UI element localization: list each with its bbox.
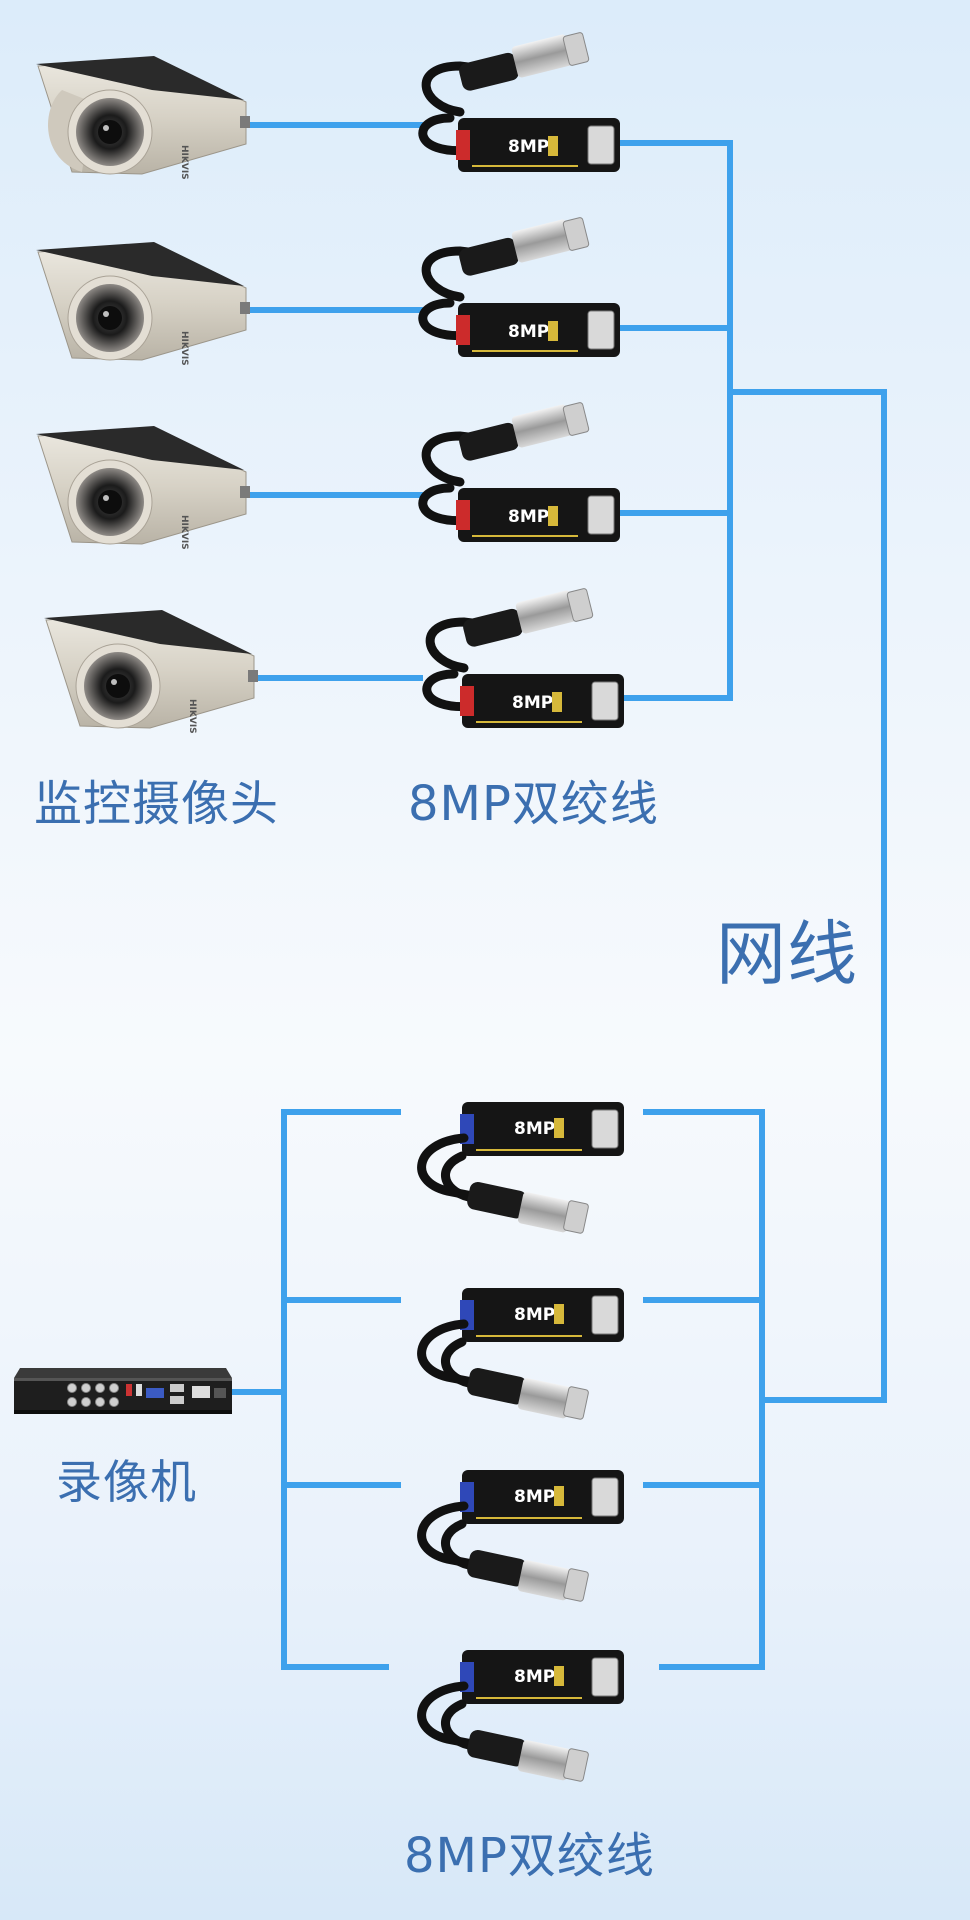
bottom-balun-3: 8MP xyxy=(417,1470,624,1602)
recorder-device xyxy=(14,1368,232,1414)
balun-badge-text: 8MP xyxy=(508,507,549,527)
camera-brand-text: HIKVISION xyxy=(179,145,189,180)
camera-brand-text: HIKVISION xyxy=(187,699,197,734)
bottom-balun-1: 8MP xyxy=(417,1102,624,1234)
bottom-balun-2: 8MP xyxy=(417,1288,624,1420)
camera-brand-text: HIKVISION xyxy=(179,515,189,550)
top-balun-1: 8MP xyxy=(418,32,620,172)
camera-brand-text: HIKVISION xyxy=(179,331,189,366)
balun-badge-text: 8MP xyxy=(514,1119,555,1139)
network-cable-label: 网线 xyxy=(716,913,858,995)
top-balun-2: 8MP xyxy=(418,217,620,357)
top-balun-4: 8MP xyxy=(422,588,624,728)
camera-1: HIKVISION xyxy=(36,56,250,180)
balun-badge-text: 8MP xyxy=(508,322,549,342)
balun-badge-text: 8MP xyxy=(514,1487,555,1507)
balun-badge-text: 8MP xyxy=(514,1305,555,1325)
bottom-balun-4: 8MP xyxy=(417,1650,624,1782)
camera-2: HIKVISION xyxy=(36,242,250,366)
camera-3: HIKVISION xyxy=(36,426,250,550)
balun-badge-text: 8MP xyxy=(508,137,549,157)
top-balun-3: 8MP xyxy=(418,402,620,542)
cameras-label: 监控摄像头 xyxy=(34,776,280,832)
balun-badge-text: 8MP xyxy=(514,1667,555,1687)
top-baluns-label: 8MP双绞线 xyxy=(408,776,659,832)
bottom-baluns-label: 8MP双绞线 xyxy=(404,1828,655,1884)
recorder-label: 录像机 xyxy=(56,1455,197,1509)
balun-badge-text: 8MP xyxy=(512,693,553,713)
camera-4: HIKVISION xyxy=(44,610,258,734)
